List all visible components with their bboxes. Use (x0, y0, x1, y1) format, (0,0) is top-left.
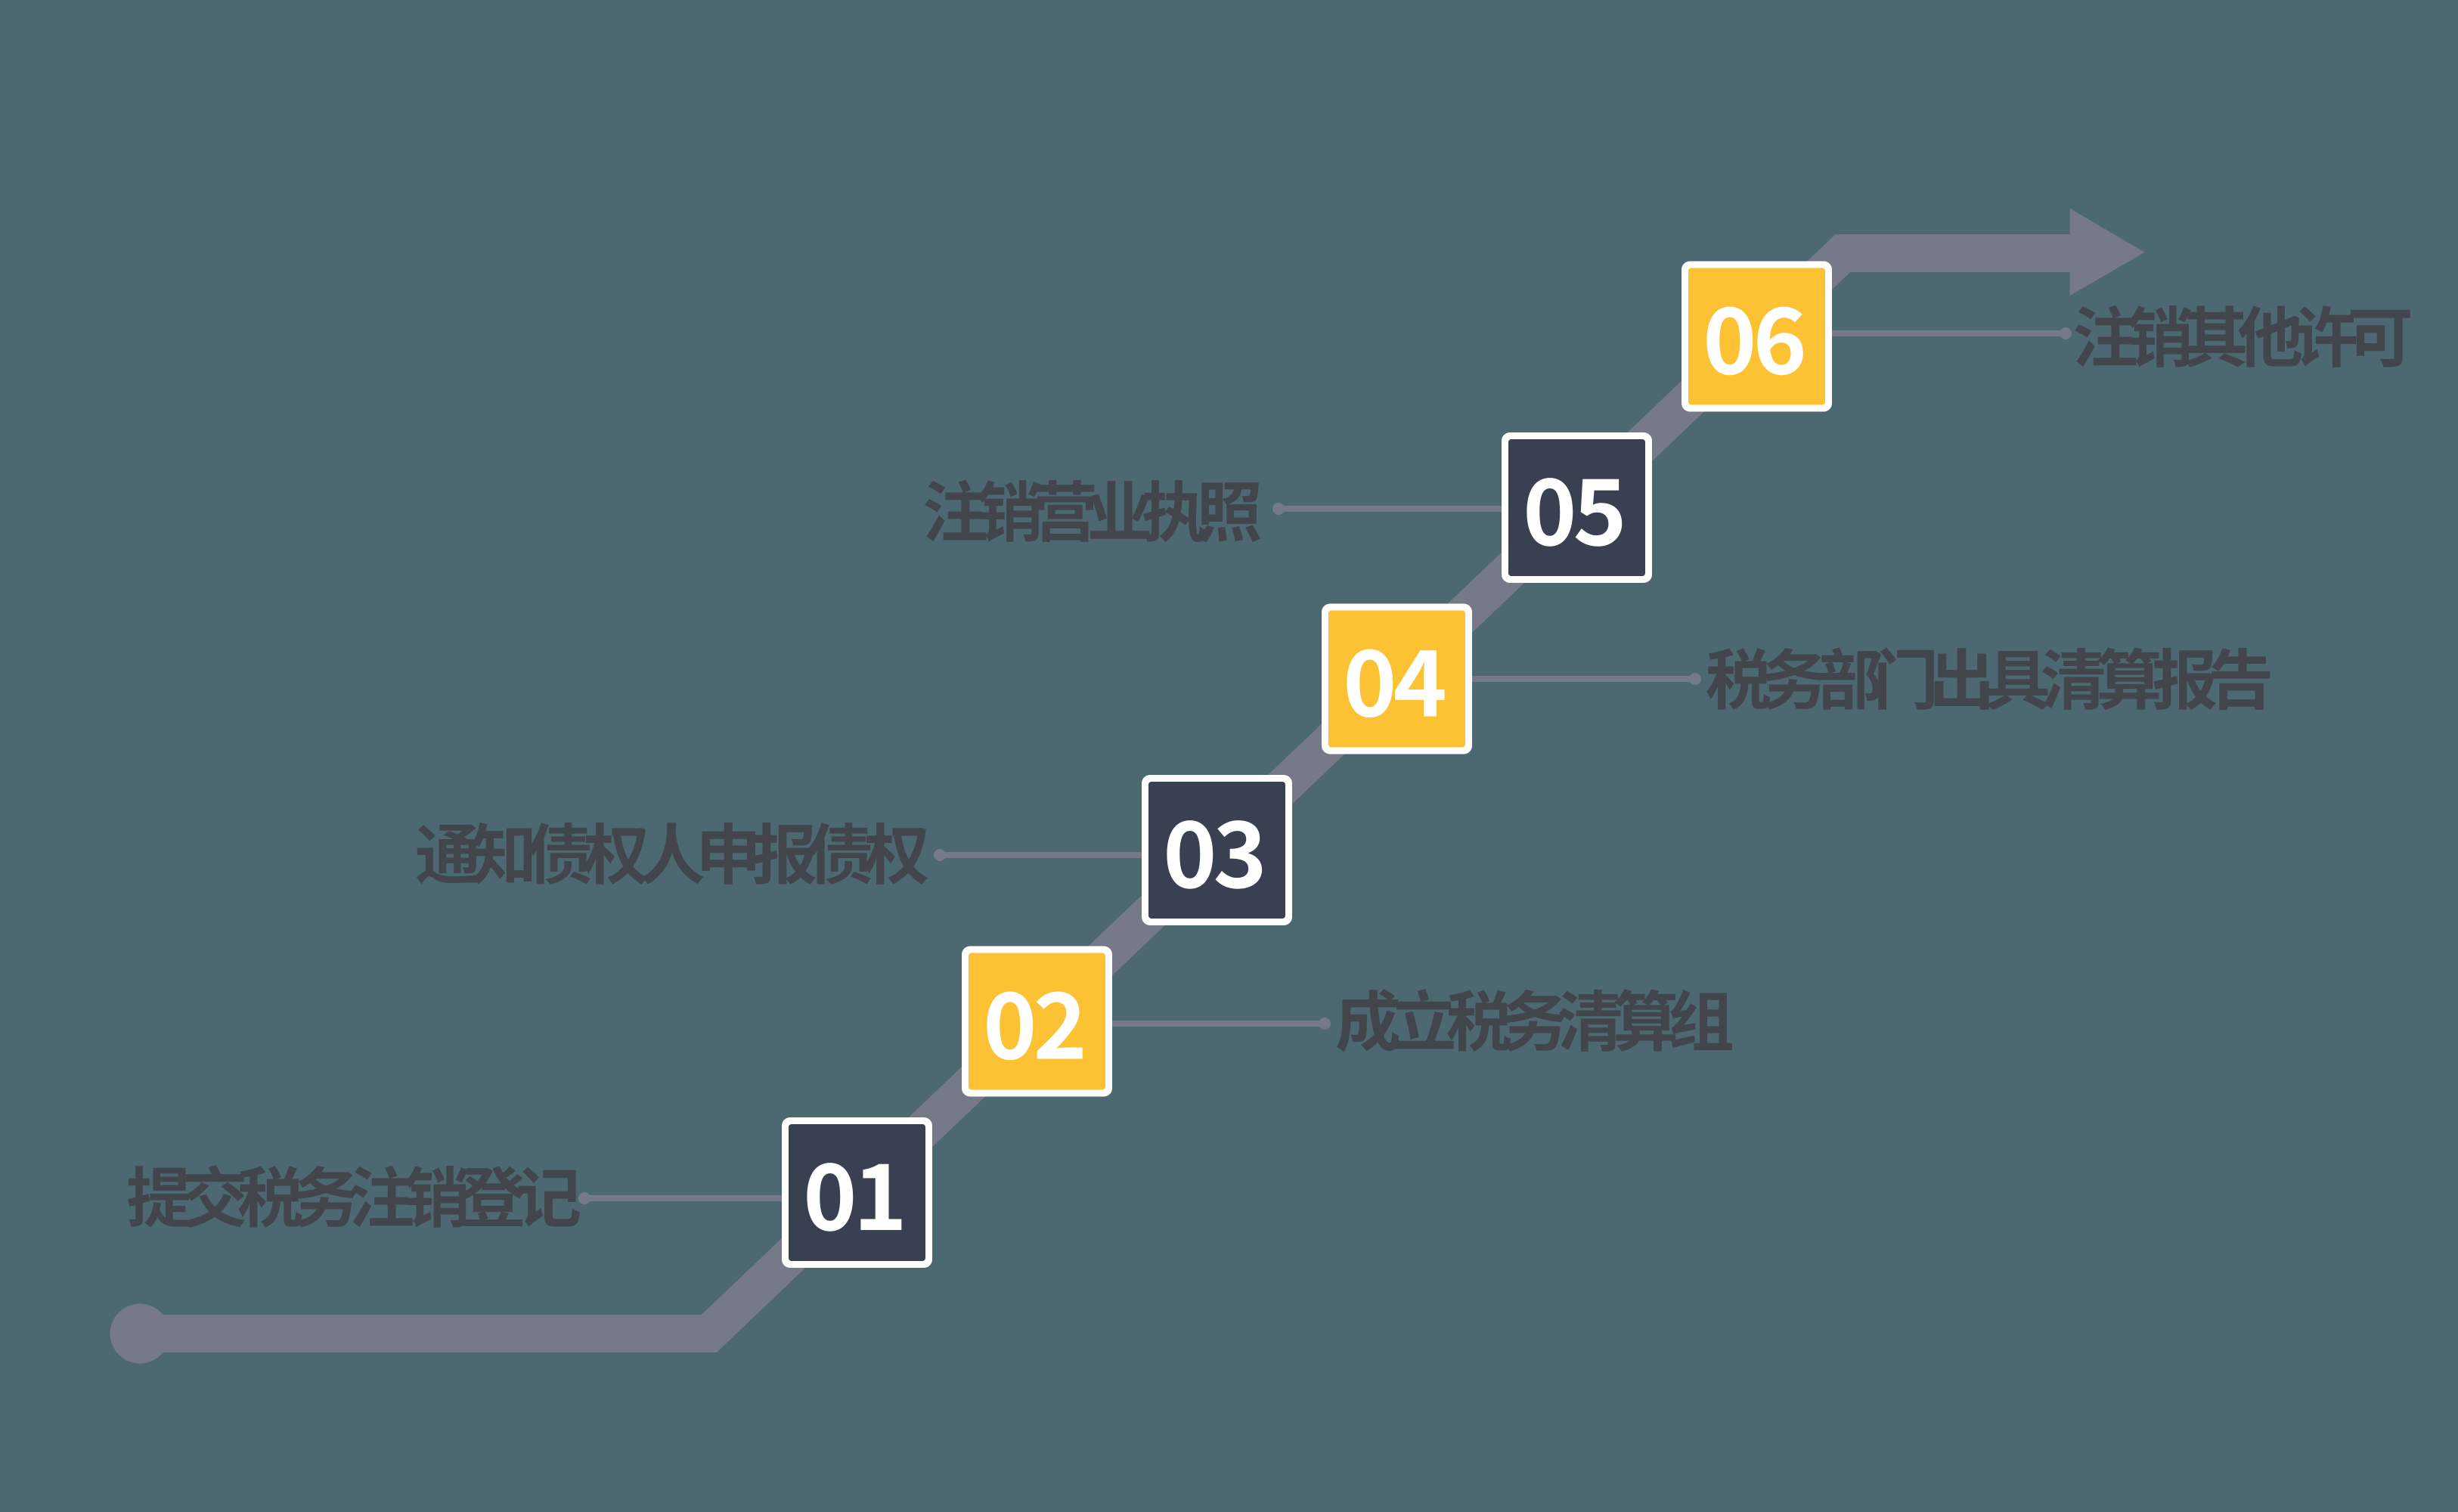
svg-text:税务部门出具清算报告: 税务部门出具清算报告 (1706, 628, 2270, 723)
svg-text:02: 02 (983, 953, 1083, 1086)
svg-text:06: 06 (1703, 268, 1803, 401)
svg-text:01: 01 (803, 1124, 904, 1256)
svg-text:提交税务注销登记: 提交税务注销登记 (126, 1146, 580, 1241)
svg-text:04: 04 (1343, 611, 1444, 743)
svg-text:注销营业执照: 注销营业执照 (922, 460, 1260, 556)
svg-text:注销其他许可: 注销其他许可 (2072, 286, 2410, 381)
svg-text:成立税务清算组: 成立税务清算组 (1335, 970, 1733, 1065)
svg-text:通知债权人申报债权: 通知债权人申报债权 (415, 803, 928, 898)
svg-text:03: 03 (1163, 782, 1263, 914)
svg-text:05: 05 (1523, 439, 1623, 572)
